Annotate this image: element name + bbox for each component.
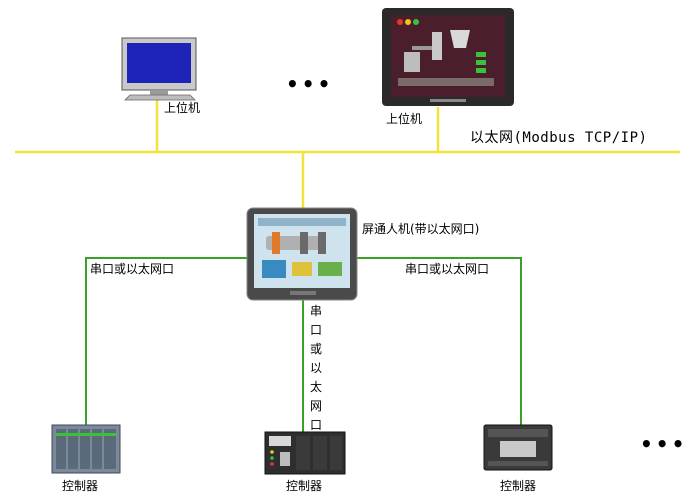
hmi-label: 屏通人机(带以太网口): [362, 222, 480, 236]
controller-right-icon: [483, 424, 553, 471]
ethernet-label: 以太网(Modbus TCP/IP): [470, 130, 648, 146]
link-right-label: 串口或以太网口: [405, 262, 490, 276]
controller-center-icon: [264, 431, 346, 475]
link-left-label: 串口或以太网口: [90, 262, 175, 276]
link-left: [85, 257, 247, 425]
controller-center-label: 控制器: [286, 479, 323, 493]
central-hmi-icon: [246, 207, 358, 301]
controller-right-label: 控制器: [500, 479, 537, 493]
upper-hmi-label: 上位机: [386, 112, 423, 126]
ellipsis-bottom: •••: [640, 432, 688, 456]
ethernet-bus: [15, 100, 680, 208]
upper-pc-icon: [121, 37, 197, 101]
serial-links: [85, 257, 522, 432]
controller-left-label: 控制器: [62, 479, 99, 493]
ellipsis-top: •••: [286, 72, 334, 96]
upper-hmi-panel-icon: [382, 8, 514, 106]
link-right: [357, 257, 522, 425]
controller-left-icon: [51, 424, 121, 474]
upper-pc-label: 上位机: [164, 101, 201, 115]
link-center-label: 串 口 或 以 太 网 口: [309, 304, 322, 432]
